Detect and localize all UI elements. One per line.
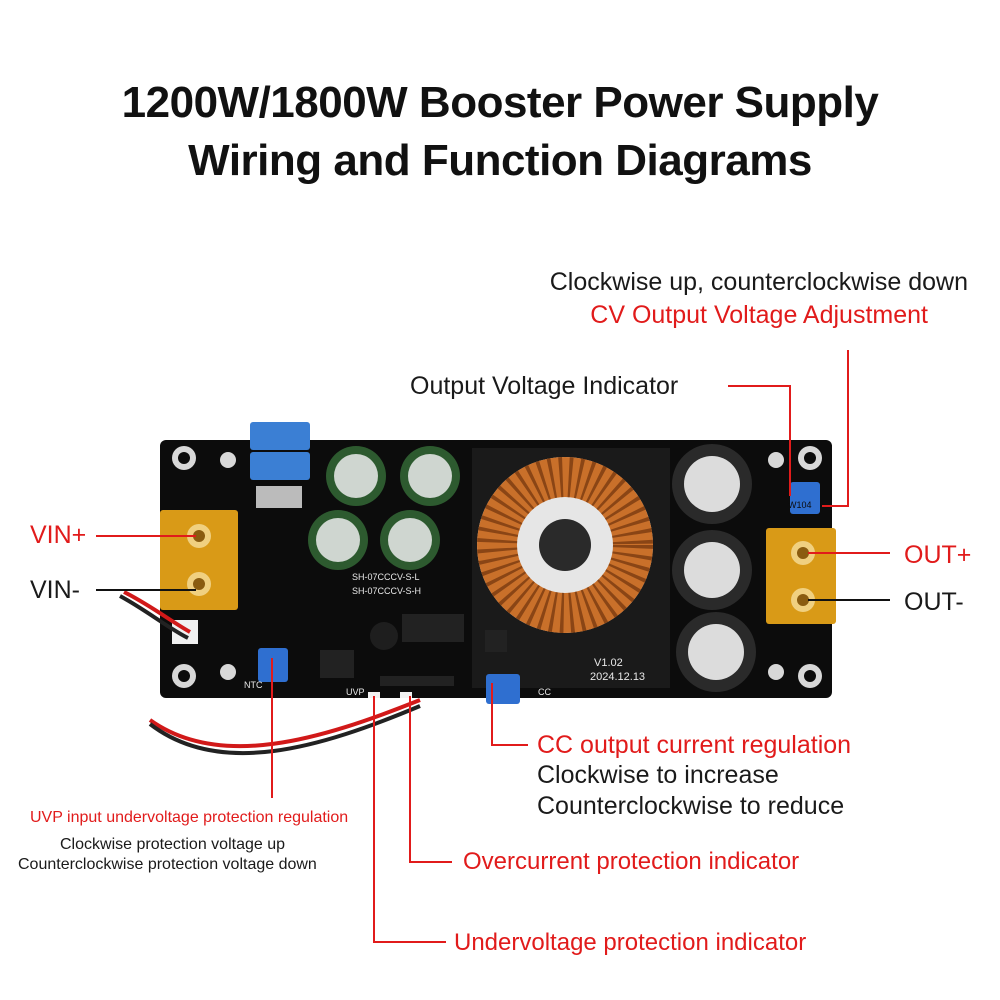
board-version-text: V1.02 bbox=[594, 657, 623, 669]
uvp-regulation-label: UVP input undervoltage protection regula… bbox=[30, 809, 349, 826]
board-model-h-text: SH-07CCCV-S-H bbox=[352, 586, 421, 596]
cc-regulation-label: CC output current regulation bbox=[537, 731, 852, 759]
wire-black-lower bbox=[148, 704, 421, 756]
ntc-wire-red bbox=[123, 590, 191, 634]
input-capacitors bbox=[308, 446, 460, 570]
ocp-led bbox=[400, 692, 412, 698]
ocp-indicator-label: Overcurrent protection indicator bbox=[463, 848, 800, 875]
leader-cc-regulation bbox=[491, 683, 528, 746]
cc-increase-label: Clockwise to increase bbox=[537, 761, 779, 789]
toroid-coil bbox=[477, 457, 653, 633]
vin-minus-label: VIN- bbox=[30, 576, 80, 604]
leader-cv-adjust bbox=[822, 350, 849, 507]
uvp-indicator-label: Undervoltage protection indicator bbox=[454, 929, 807, 956]
out-plus-label: OUT+ bbox=[904, 541, 972, 569]
diagram-title-line2: Wiring and Function Diagrams bbox=[188, 136, 812, 185]
board-model-l-text: SH-07CCCV-S-L bbox=[352, 572, 420, 582]
output-capacitors bbox=[672, 444, 756, 692]
mounting-holes bbox=[172, 446, 822, 688]
uvp-up-label: Clockwise protection voltage up bbox=[60, 836, 286, 853]
silk-cc-text: CC bbox=[538, 687, 551, 697]
small-capacitor bbox=[370, 622, 398, 650]
cv-adjust-label: CV Output Voltage Adjustment bbox=[590, 301, 928, 329]
output-terminal bbox=[766, 528, 836, 624]
out-minus-label: OUT- bbox=[904, 588, 964, 616]
uvp-down-label: Counterclockwise protection voltage down bbox=[18, 856, 317, 873]
input-terminal bbox=[160, 510, 238, 610]
pot-code-text: W104 bbox=[788, 500, 812, 510]
ntc-wire-black bbox=[119, 594, 189, 640]
leader-ocp-indicator bbox=[409, 696, 452, 863]
vin-plus-label: VIN+ bbox=[30, 521, 87, 549]
cv-hint-label: Clockwise up, counterclockwise down bbox=[549, 268, 968, 296]
silk-uvp-text: UVP bbox=[346, 687, 365, 697]
board-date-text: 2024.12.13 bbox=[590, 671, 645, 683]
ics bbox=[320, 614, 507, 686]
silk-ntc-text: NTC bbox=[244, 680, 263, 690]
wire-red-lower bbox=[148, 698, 421, 749]
fuse-blocks bbox=[250, 422, 310, 508]
leader-out-voltage-indicator bbox=[728, 385, 791, 496]
leader-uvp-indicator bbox=[373, 696, 446, 943]
uvp-led bbox=[368, 692, 380, 698]
cc-reduce-label: Counterclockwise to reduce bbox=[537, 792, 845, 820]
out-voltage-indicator-label: Output Voltage Indicator bbox=[410, 372, 679, 400]
diagram-title-line1: 1200W/1800W Booster Power Supply bbox=[121, 78, 879, 127]
